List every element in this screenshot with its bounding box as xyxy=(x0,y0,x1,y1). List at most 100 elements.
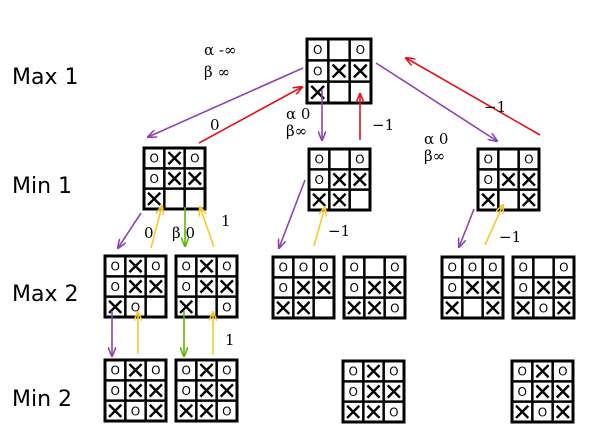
x-mark xyxy=(521,172,536,187)
o-mark: O xyxy=(110,260,119,274)
o-mark: O xyxy=(222,404,231,418)
x-mark xyxy=(108,403,123,418)
arrow-max2-a1-to-min1-a xyxy=(150,206,162,249)
x-mark xyxy=(536,280,551,295)
arrow-max2-c1-to-min1-c xyxy=(484,205,503,246)
o-mark: O xyxy=(483,173,492,187)
x-mark xyxy=(179,403,194,418)
x-mark xyxy=(353,63,368,79)
o-mark: O xyxy=(181,260,190,274)
o-mark: O xyxy=(181,384,190,398)
x-mark xyxy=(312,192,327,207)
arrow-min1-a-to-root xyxy=(198,87,302,144)
x-mark xyxy=(387,280,402,295)
o-mark: O xyxy=(151,260,160,274)
o-mark: O xyxy=(222,364,231,378)
o-mark: O xyxy=(151,364,160,378)
right-value: −1 xyxy=(484,98,506,116)
arrow-max2-a2-to-min1-a xyxy=(200,207,215,248)
x-mark xyxy=(147,191,162,206)
level-label-max1: Max 1 xyxy=(12,65,78,90)
o-mark: O xyxy=(349,281,358,295)
o-mark: O xyxy=(559,261,568,275)
x-mark xyxy=(167,171,182,186)
right-alpha-label: α 0 xyxy=(424,130,448,148)
x-mark xyxy=(148,279,163,294)
x-mark xyxy=(199,279,214,294)
x-mark xyxy=(556,300,571,315)
o-mark: O xyxy=(390,261,399,275)
o-mark: O xyxy=(539,301,548,315)
o-mark: O xyxy=(299,261,308,275)
x-mark xyxy=(347,300,362,315)
x-mark xyxy=(465,280,480,295)
x-mark xyxy=(331,63,347,79)
x-mark xyxy=(352,172,367,187)
x-mark xyxy=(148,403,163,418)
arrow-root-to-min1-a xyxy=(148,67,304,137)
level-label-min2: Min 2 xyxy=(12,387,72,412)
mid-value: −1 xyxy=(372,116,394,134)
x-mark xyxy=(366,364,381,379)
o-mark: O xyxy=(190,152,199,166)
x-mark xyxy=(555,384,570,399)
branch-b-value: −1 xyxy=(328,222,350,240)
x-mark xyxy=(515,404,530,419)
o-mark: O xyxy=(355,153,364,167)
o-mark: O xyxy=(314,153,323,167)
o-mark: O xyxy=(181,280,190,294)
o-mark: O xyxy=(319,261,328,275)
o-mark: O xyxy=(110,280,119,294)
x-mark xyxy=(332,172,347,187)
o-mark: O xyxy=(447,281,456,295)
x-mark xyxy=(485,280,500,295)
x-mark xyxy=(445,300,460,315)
o-mark: O xyxy=(538,405,547,419)
o-mark: O xyxy=(278,261,287,275)
min2-value: 1 xyxy=(225,331,235,349)
x-mark xyxy=(516,300,531,315)
o-mark: O xyxy=(314,173,323,187)
o-mark: O xyxy=(313,43,322,57)
x-mark xyxy=(148,383,163,398)
o-mark: O xyxy=(518,281,527,295)
x-mark xyxy=(555,404,570,419)
o-mark: O xyxy=(313,65,322,79)
o-mark: O xyxy=(389,405,398,419)
o-mark: O xyxy=(447,261,456,275)
x-mark xyxy=(485,300,500,315)
x-mark xyxy=(316,280,331,295)
o-mark: O xyxy=(110,384,119,398)
x-mark xyxy=(128,363,143,378)
x-mark xyxy=(199,363,214,378)
o-mark: O xyxy=(390,301,399,315)
o-mark: O xyxy=(517,385,526,399)
o-mark: O xyxy=(131,300,140,314)
o-mark: O xyxy=(278,281,287,295)
x-mark xyxy=(199,383,214,398)
o-mark: O xyxy=(149,152,158,166)
root-beta-label: β ∞ xyxy=(204,63,230,81)
x-mark xyxy=(535,384,550,399)
arrow-min1-b-to-max2-b1 xyxy=(279,179,306,248)
right-beta-label: β∞ xyxy=(424,147,445,165)
edge-left-value: 0 xyxy=(210,116,220,134)
o-mark: O xyxy=(349,261,358,275)
o-mark: O xyxy=(468,261,477,275)
x-mark xyxy=(521,192,536,207)
x-mark xyxy=(481,192,496,207)
o-mark: O xyxy=(518,261,527,275)
x-mark xyxy=(219,279,234,294)
x-mark xyxy=(199,403,214,418)
arrow-min1-c-to-root xyxy=(406,58,541,136)
x-mark xyxy=(187,171,202,186)
